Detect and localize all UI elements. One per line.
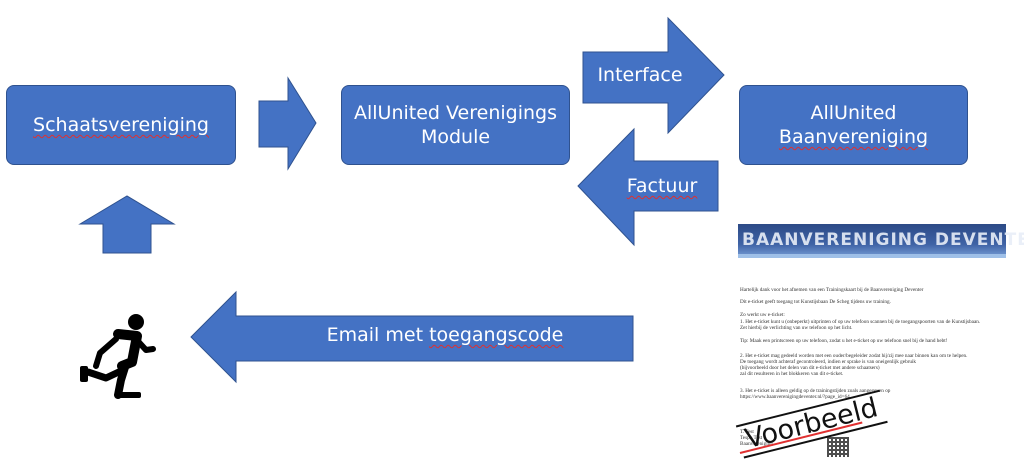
ticket-banner-title: BAANVERENIGING DEVENTER — [742, 230, 1024, 250]
arrow-factuur — [577, 127, 719, 247]
arrow-email-label-word: toegangscode — [429, 324, 564, 346]
ticket-line: Zet hierbij de verlichting van uw telefo… — [740, 325, 853, 331]
arrow-interface — [582, 16, 725, 135]
node-allunited-module: AllUnited Verenigings Module — [341, 85, 570, 165]
ticket-line: Tip: Maak een printscreen op uw telefoon… — [740, 338, 948, 344]
person-running-icon — [80, 314, 156, 399]
node-schaatsvereniging: Schaatsvereniging — [6, 85, 236, 165]
ticket-line: Tespo Test — [740, 435, 763, 441]
arrow-factuur-label: Factuur — [626, 175, 698, 197]
arrow-up — [78, 195, 176, 254]
ticket-line: Dit e-ticket geeft toegang tot Kunstijsb… — [740, 299, 891, 305]
ticket-line: zal dit resulteren in het blokkeren van … — [740, 371, 844, 377]
ticket-banner-divider — [738, 254, 1006, 258]
arrow-right-1 — [258, 76, 317, 171]
arrow-email — [190, 290, 634, 384]
ticket-line: 2. Het e-ticket mag gedeeld worden met e… — [740, 353, 968, 359]
node-label-line2: Module — [420, 126, 491, 148]
node-allunited-baanvereniging: AllUnited Baanvereniging — [739, 85, 968, 165]
ticket-line: https://www.baanverenigingdeventer.nl/?p… — [740, 394, 850, 400]
ticket-line: (bijvoorbeeld door het delen van dit e-t… — [740, 365, 880, 371]
node-label-line1: AllUnited Verenigings — [354, 102, 557, 124]
qr-code-icon — [827, 437, 849, 457]
ticket-line: Hartelijk dank voor het afnemen van een … — [740, 287, 924, 293]
arrow-interface-label: Interface — [597, 64, 683, 86]
ticket-line: De toegang wordt achteraf gecontroleerd,… — [740, 359, 917, 365]
ticket-line: 3. Het e-ticket is alleen geldig op de t… — [740, 388, 891, 394]
ticket-line: T. Test — [740, 429, 754, 435]
arrow-email-label: Email met toegangscode — [326, 324, 564, 346]
ticket-line: Baanvereniging — [740, 441, 773, 447]
ticket-line: Zo werkt uw e-ticket: — [740, 312, 785, 318]
e-ticket-example: BAANVERENIGING DEVENTER Hartelijk dank v… — [738, 224, 1024, 468]
ticket-banner — [738, 224, 1006, 258]
node-label-line2: Baanvereniging — [778, 126, 929, 148]
node-label-line1: AllUnited — [810, 102, 897, 124]
node-label: Schaatsvereniging — [33, 114, 209, 136]
ticket-line: 1. Het e-ticket kunt u (onbeperkt) uitpr… — [740, 319, 981, 325]
